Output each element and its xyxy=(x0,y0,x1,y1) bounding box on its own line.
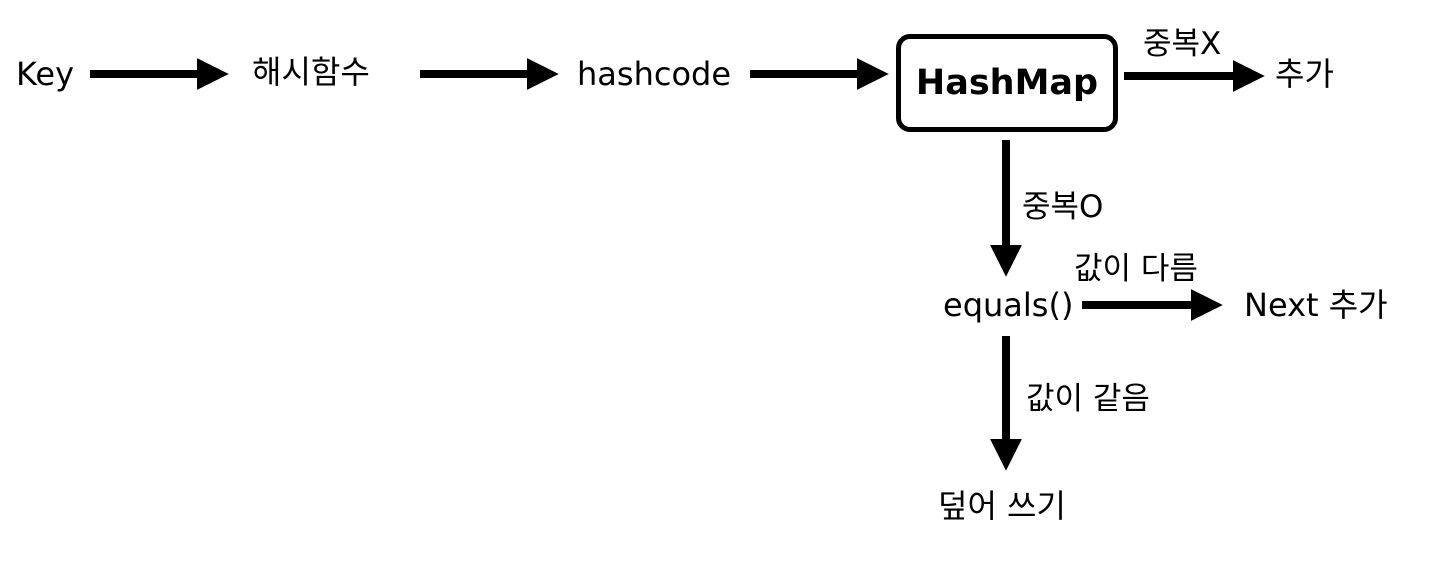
edge-label-value-different: 값이 다름 xyxy=(1074,251,1198,287)
node-hash-function: 해시함수 xyxy=(252,53,370,91)
node-hashmap-label: HashMap xyxy=(915,63,1099,103)
node-add: 추가 xyxy=(1275,55,1334,93)
edge-label-duplicate: 중복O xyxy=(1022,189,1104,225)
node-overwrite: 덮어 쓰기 xyxy=(938,487,1066,525)
node-hashmap: HashMap xyxy=(896,34,1118,132)
node-key: Key xyxy=(16,55,75,93)
edge-label-no-duplicate: 중복X xyxy=(1143,26,1222,62)
node-hashcode: hashcode xyxy=(577,55,732,93)
node-equals: equals() xyxy=(943,286,1074,324)
edge-label-value-same: 값이 같음 xyxy=(1026,381,1150,417)
node-next-add: Next 추가 xyxy=(1244,286,1388,324)
